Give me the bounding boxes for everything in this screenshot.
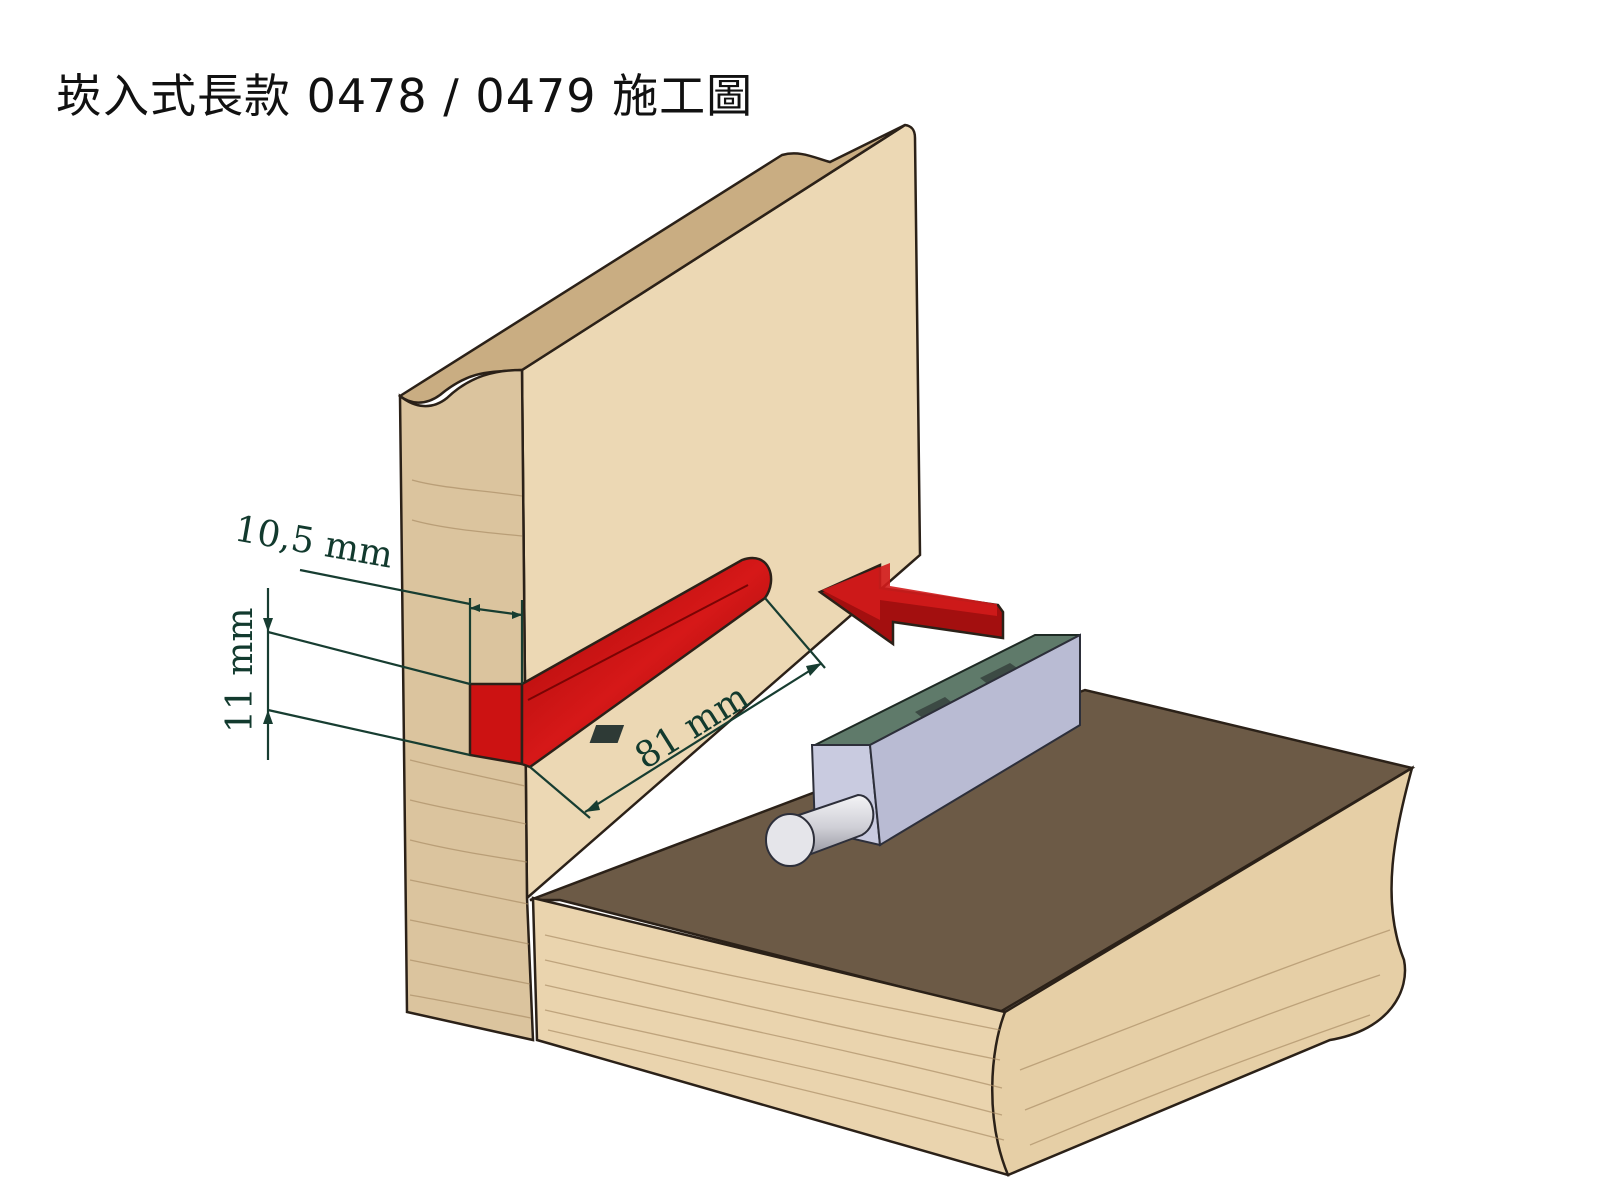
groove-slot: [468, 556, 773, 769]
page-title: 崁入式長款 0478 / 0479 施工圖: [56, 69, 754, 123]
base-end-profile: [991, 765, 1415, 1177]
panel-end-face: [398, 368, 535, 1042]
dim-depth-label: 10,5 mm: [231, 508, 396, 576]
dim-height-label: 11 mm: [220, 607, 261, 733]
dimension-lines: [263, 568, 826, 819]
latch-side: [868, 633, 1081, 847]
side-panel: [397, 123, 922, 1042]
base-board: [529, 688, 1416, 1177]
groove-end-cut: [468, 682, 524, 766]
groove-long-slot: [520, 556, 773, 769]
arrow-left-icon: [817, 563, 1005, 647]
panel-front-face: [520, 123, 922, 901]
push-latch: [589, 633, 1081, 867]
